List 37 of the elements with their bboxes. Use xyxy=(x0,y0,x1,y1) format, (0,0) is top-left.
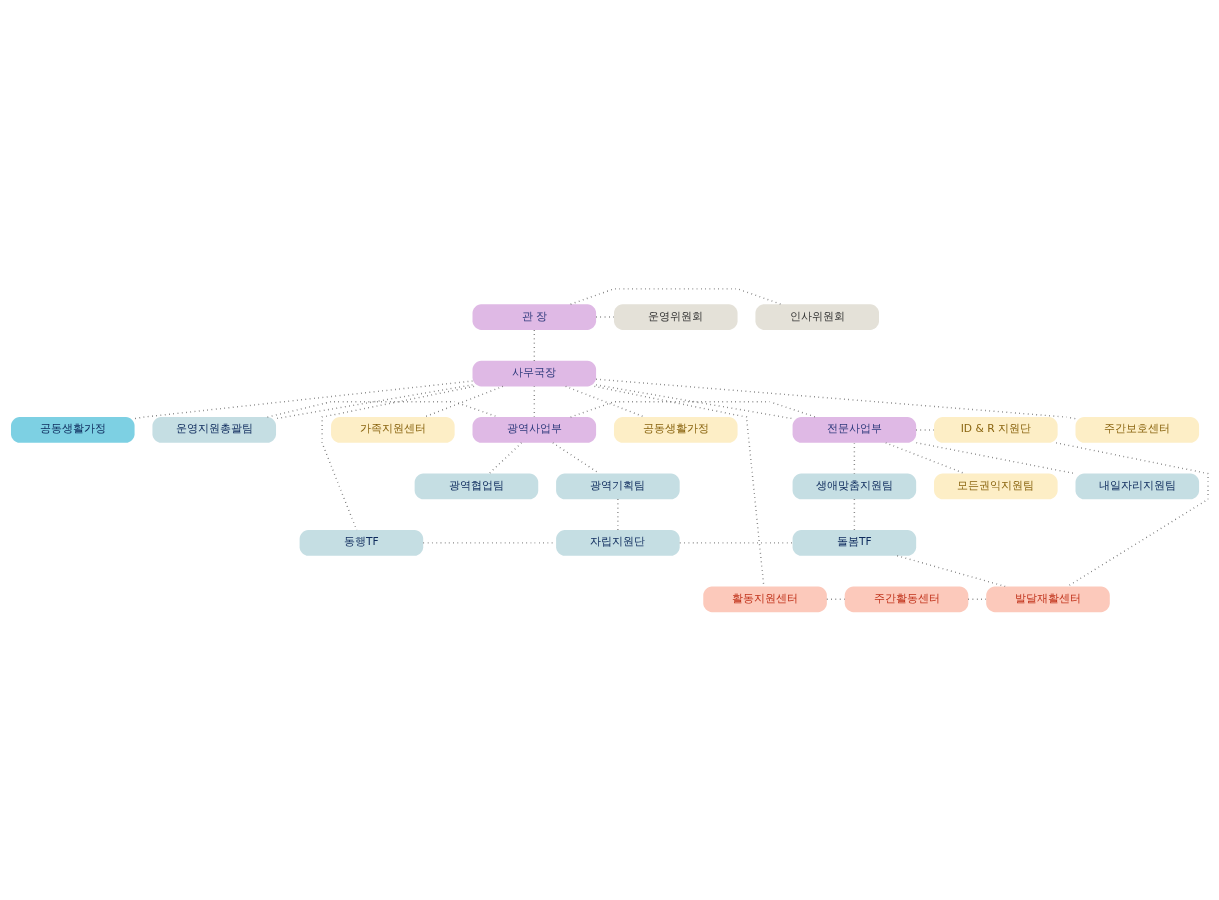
node-box: 가족지원센터 xyxy=(331,416,455,443)
connector xyxy=(896,554,1006,587)
node-box: 돌봄TF xyxy=(792,529,917,556)
node-box: ID & R 지원단 xyxy=(934,416,1058,443)
node-box: 주간보호센터 xyxy=(1075,416,1200,443)
node-box: 발달재활센터 xyxy=(986,585,1110,612)
node-box: 내일자리지원팀 xyxy=(1075,473,1200,499)
node-box: 주간활동센터 xyxy=(844,585,969,612)
connector xyxy=(533,328,536,361)
node-box: 전문사업부 xyxy=(792,416,917,443)
node-box: 생애맞춤지원팀 xyxy=(792,473,917,499)
connector xyxy=(266,400,499,418)
node-box: 광역기획팀 xyxy=(556,473,680,499)
connector xyxy=(569,400,817,418)
connector xyxy=(533,385,536,418)
node-box: 광역사업부 xyxy=(472,416,597,443)
connector xyxy=(885,441,966,474)
connector xyxy=(853,498,856,531)
node-box: 공동생활가정 xyxy=(613,416,738,443)
connector xyxy=(679,541,794,544)
node-box: 공동생활가정 xyxy=(11,416,135,443)
connector xyxy=(853,441,856,474)
node-box: 운영지원총괄팀 xyxy=(152,416,277,443)
connector xyxy=(569,287,782,305)
node-box: 동행TF xyxy=(299,529,424,556)
node-box: 사무국장 xyxy=(472,360,597,386)
node-box: 운영위원회 xyxy=(613,303,738,330)
node-box: 광역협업팀 xyxy=(414,473,539,499)
connector xyxy=(595,315,615,318)
connector xyxy=(488,441,523,474)
node-box: 모든권익지원팀 xyxy=(934,473,1058,499)
node-box: 인사위원회 xyxy=(755,303,879,330)
connector xyxy=(423,385,504,418)
connector xyxy=(1055,441,1209,587)
node-box: 자립지원단 xyxy=(556,529,680,556)
node-box: 활동지원센터 xyxy=(703,585,827,612)
node-box: 관 장 xyxy=(472,303,597,330)
